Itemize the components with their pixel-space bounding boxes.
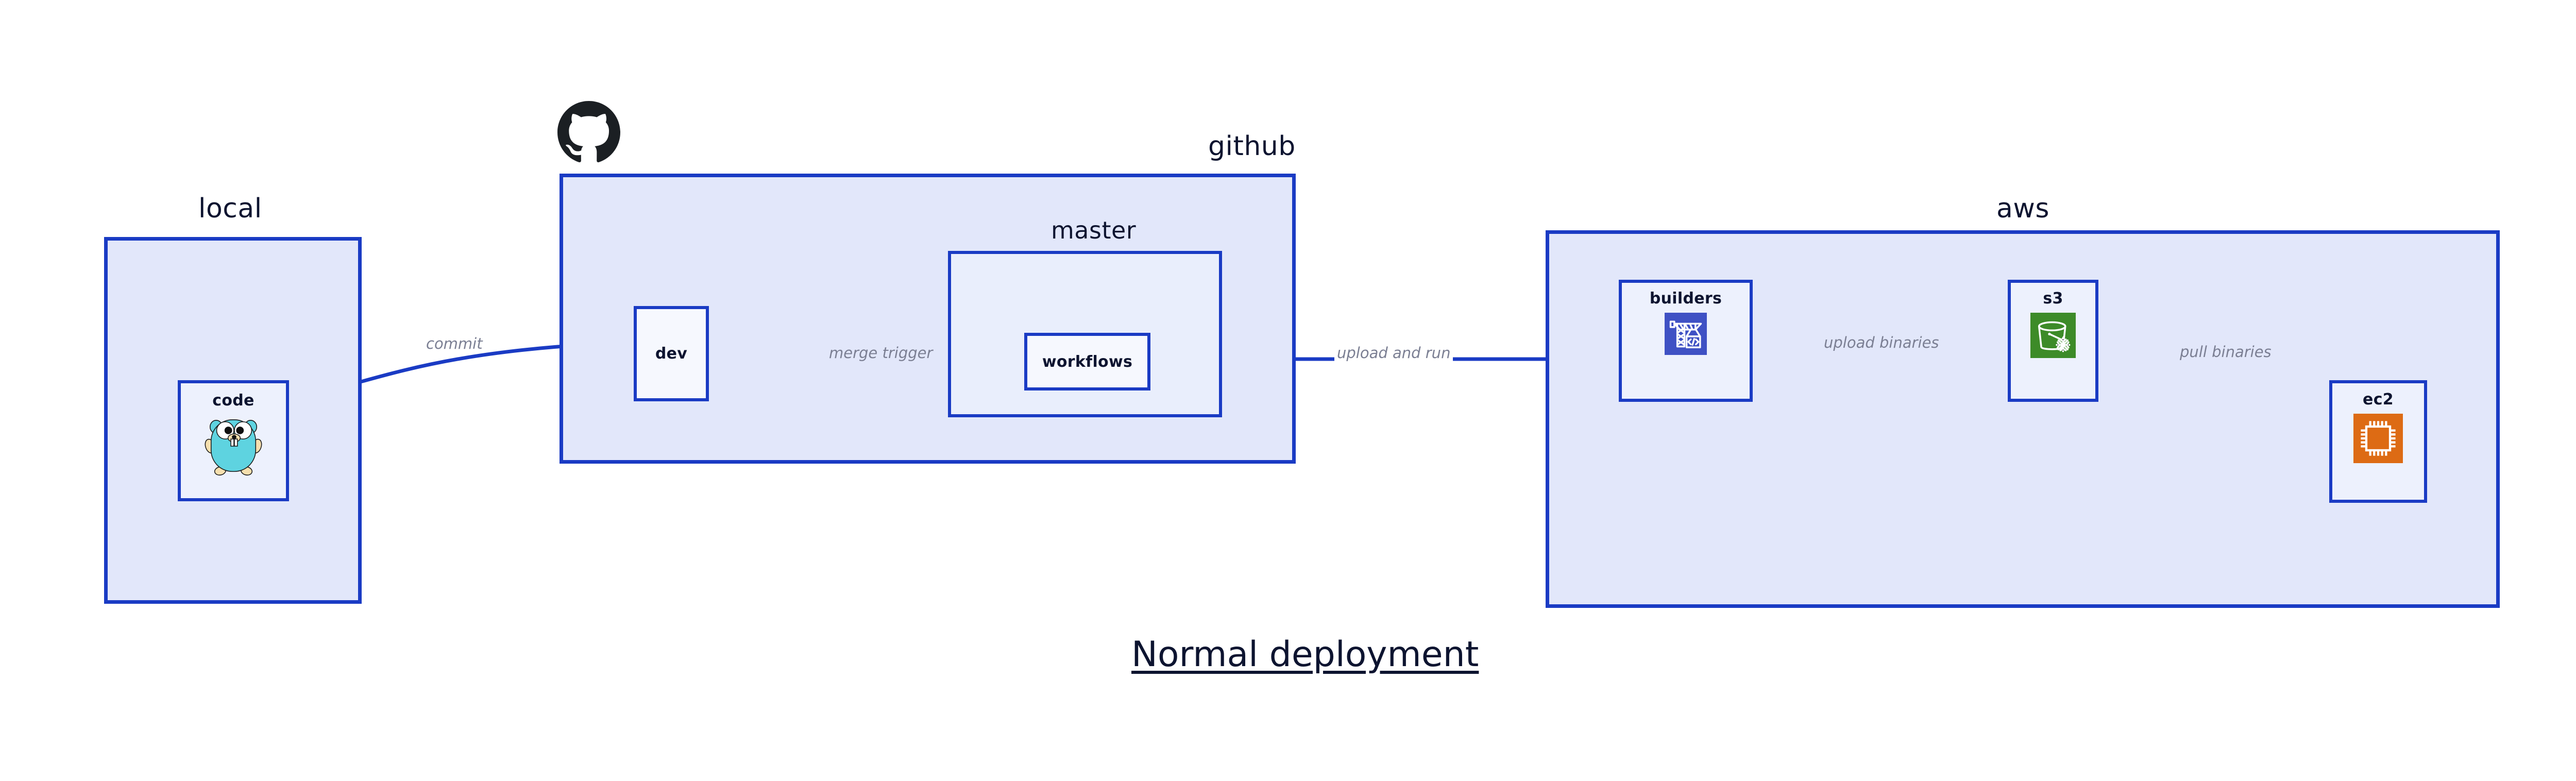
group-label-local: local bbox=[198, 193, 262, 224]
node-label-dev: dev bbox=[655, 345, 688, 363]
node-builders[interactable]: builders bbox=[1619, 280, 1753, 402]
node-label-workflows: workflows bbox=[1042, 352, 1133, 371]
go-gopher-icon bbox=[205, 419, 262, 476]
node-label-ec2: ec2 bbox=[2363, 390, 2394, 409]
edge-label-commit: commit bbox=[423, 335, 485, 352]
diagram-title: Normal deployment bbox=[1131, 634, 1479, 675]
edge-label-merge-trigger: merge trigger bbox=[826, 344, 936, 362]
node-s3[interactable]: s3 bbox=[2008, 280, 2098, 402]
node-label-s3: s3 bbox=[2043, 290, 2063, 308]
edge-label-upload-binaries: upload binaries bbox=[1821, 334, 1942, 351]
group-label-master: master bbox=[1051, 216, 1137, 244]
node-label-code: code bbox=[212, 392, 255, 410]
node-label-builders: builders bbox=[1649, 290, 1722, 308]
github-octocat-logo bbox=[557, 101, 620, 162]
edge-label-upload-and-run: upload and run bbox=[1334, 344, 1453, 362]
group-label-github: github bbox=[1208, 131, 1296, 162]
node-dev[interactable]: dev bbox=[634, 306, 709, 401]
group-label-aws: aws bbox=[1996, 193, 2049, 224]
edge-label-pull-binaries: pull binaries bbox=[2177, 343, 2274, 361]
node-ec2[interactable]: ec2 bbox=[2329, 380, 2427, 503]
node-workflows[interactable]: workflows bbox=[1024, 333, 1150, 390]
aws-codebuild-crane-icon bbox=[1665, 313, 1707, 355]
node-code[interactable]: code bbox=[178, 380, 289, 501]
aws-s3-glacier-bucket-icon bbox=[2030, 313, 2076, 358]
aws-ec2-chip-icon bbox=[2353, 414, 2403, 463]
